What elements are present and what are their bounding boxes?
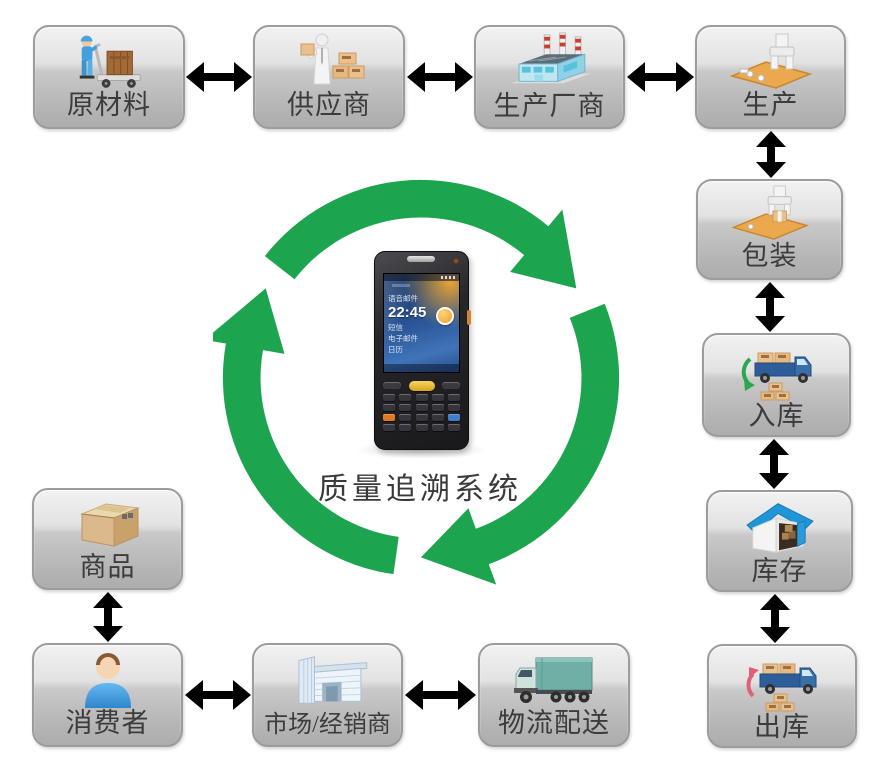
arrow-raw-material-supplier bbox=[186, 62, 252, 92]
arrow-market-logistics bbox=[405, 680, 476, 710]
node-label: 生产 bbox=[742, 90, 799, 120]
worker-cart-icon bbox=[70, 27, 148, 90]
node-packaging: 包装 bbox=[696, 179, 843, 280]
node-label: 供应商 bbox=[287, 90, 371, 120]
node-label: 物流配送 bbox=[498, 708, 610, 738]
node-label: 包装 bbox=[741, 241, 798, 271]
arrow-packaging-inbound bbox=[755, 282, 785, 332]
side-button bbox=[467, 310, 471, 325]
node-label: 原材料 bbox=[67, 90, 151, 120]
cycle-arc-arrow-icon bbox=[264, 179, 577, 289]
speaker-grille bbox=[407, 256, 435, 262]
screen-item: 短信 bbox=[388, 323, 403, 332]
node-label: 出库 bbox=[754, 712, 810, 742]
arrow-consumer-market bbox=[185, 680, 251, 710]
packing-machine-icon bbox=[728, 181, 812, 241]
softkey-bar bbox=[384, 364, 459, 372]
diagram-title: 质量追溯系统 bbox=[318, 473, 522, 506]
warehouse-icon bbox=[740, 492, 820, 556]
screen-faint-row bbox=[384, 284, 459, 293]
truck-inbound-icon bbox=[735, 335, 819, 401]
node-supplier: 供应商 bbox=[253, 25, 405, 129]
screen-item: 语音邮件 bbox=[388, 294, 418, 303]
camera-dot bbox=[453, 258, 459, 264]
node-outbound: 出库 bbox=[707, 644, 857, 748]
person-avatar-icon bbox=[75, 645, 141, 708]
mall-building-icon bbox=[284, 645, 372, 711]
clock-text: 22:45 bbox=[388, 304, 427, 321]
device-keypad bbox=[383, 380, 460, 442]
scan-button bbox=[408, 380, 435, 391]
node-label: 生产厂商 bbox=[493, 91, 606, 121]
node-label: 库存 bbox=[751, 556, 808, 586]
status-bar bbox=[384, 274, 459, 281]
arrow-production-packaging bbox=[756, 131, 786, 178]
node-inventory: 库存 bbox=[706, 490, 853, 592]
function-key bbox=[442, 382, 460, 389]
arrow-inventory-outbound bbox=[760, 594, 790, 643]
node-production: 生产 bbox=[695, 25, 846, 129]
assembly-machine-icon bbox=[728, 27, 814, 90]
node-label: 市场/经销商 bbox=[264, 712, 391, 738]
clock-icon bbox=[436, 307, 454, 325]
device-screen: 语音邮件 22:45 短信 电子邮件 日历 bbox=[383, 273, 460, 373]
factory-icon bbox=[504, 27, 596, 91]
arrow-supplier-manufacturer bbox=[407, 62, 473, 92]
carton-box-icon bbox=[70, 490, 146, 552]
screen-item: 日历 bbox=[388, 345, 403, 354]
arrow-inbound-inventory bbox=[759, 439, 789, 489]
node-label: 消费者 bbox=[65, 708, 150, 738]
node-label: 商品 bbox=[79, 552, 136, 582]
blue-key bbox=[448, 414, 460, 421]
screen-item: 电子邮件 bbox=[388, 334, 418, 343]
node-inbound: 入库 bbox=[702, 333, 851, 437]
arrow-goods-consumer bbox=[93, 592, 123, 642]
node-manufacturer: 生产厂商 bbox=[474, 25, 625, 129]
delivery-truck-icon bbox=[508, 645, 600, 708]
truck-outbound-icon bbox=[740, 646, 824, 712]
cycle-arrows bbox=[213, 179, 629, 586]
supplier-person-boxes-icon bbox=[289, 27, 369, 90]
orange-key bbox=[383, 414, 395, 421]
node-market: 市场/经销商 bbox=[252, 643, 403, 747]
arrow-manufacturer-production bbox=[627, 62, 694, 92]
node-goods: 商品 bbox=[32, 488, 183, 590]
handheld-terminal: 语音邮件 22:45 短信 电子邮件 日历 bbox=[374, 251, 471, 450]
node-consumer: 消费者 bbox=[32, 643, 183, 747]
node-label: 入库 bbox=[748, 401, 805, 431]
node-raw-material: 原材料 bbox=[33, 25, 185, 129]
function-key bbox=[383, 382, 401, 389]
node-logistics: 物流配送 bbox=[478, 643, 630, 747]
